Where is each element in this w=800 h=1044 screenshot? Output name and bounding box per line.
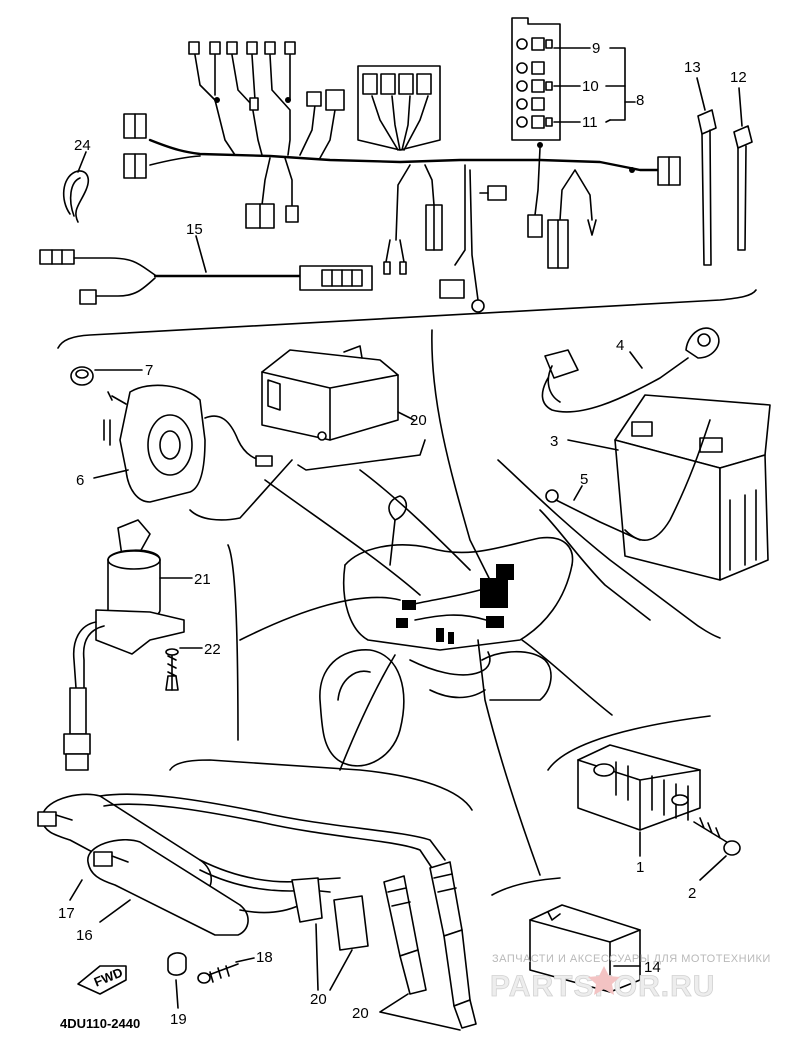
- callout-16: 16: [76, 927, 93, 944]
- battery-lead: [541, 327, 720, 413]
- collar-nut: [167, 952, 187, 976]
- watermark: ЗАПЧАСТИ И АКСЕССУАРЫ ДЛЯ МОТОТЕХНИКИ PA…: [490, 953, 771, 1003]
- wire-harness: [123, 17, 681, 313]
- figure-code: 4DU110-2440: [60, 1016, 140, 1031]
- callout-8: 8: [636, 92, 644, 109]
- callout-12: 12: [730, 69, 747, 86]
- rectifier-regulator: [577, 744, 701, 831]
- screw-rectifier: [693, 817, 741, 856]
- watermark-star-icon: [588, 966, 620, 995]
- motorcycle-outline: [319, 495, 574, 767]
- battery: [614, 394, 771, 581]
- callout-9: 9: [592, 40, 600, 57]
- callout-23: 22: [204, 641, 221, 658]
- callout-20-lower: 20: [352, 1005, 369, 1022]
- horn: [103, 384, 273, 503]
- callout-21: 20: [410, 412, 427, 429]
- callout-13: 13: [684, 59, 701, 76]
- callout-18: 18: [256, 949, 273, 966]
- callout-6: 6: [76, 472, 84, 489]
- callout-17: 17: [58, 905, 75, 922]
- group-brackets: [169, 439, 721, 896]
- callout-11: 11: [582, 114, 598, 131]
- callout-20-upper: 20: [310, 991, 327, 1008]
- negative-lead: [545, 489, 641, 541]
- callout-leaders: [69, 47, 743, 1031]
- callout-labels: 8 9 10 11 12 13 24 15 7 6 20 4 3 5 21 22…: [58, 40, 747, 1028]
- ignitor-unit: [261, 345, 399, 441]
- callout-2: 2: [688, 885, 696, 902]
- callout-5: 5: [580, 471, 588, 488]
- main-switch: [63, 519, 185, 771]
- callout-4: 4: [616, 337, 624, 354]
- forward-arrow: FWD: [77, 965, 127, 995]
- callout-7: 7: [145, 362, 153, 379]
- leader-lines: [239, 329, 651, 876]
- callout-15: 15: [186, 221, 203, 238]
- callout-10: 10: [582, 78, 599, 95]
- screw-coil: [197, 963, 239, 984]
- ignition-coils: [37, 793, 446, 936]
- spark-plug-caps: [291, 861, 477, 1029]
- callout-1: 1: [636, 859, 644, 876]
- callout-24: 24: [74, 137, 91, 154]
- sub-harness: [39, 249, 373, 305]
- cable-ties: [697, 109, 753, 266]
- harness-divider: [57, 289, 757, 349]
- callout-19: 19: [170, 1011, 187, 1028]
- callout-3: 3: [550, 433, 558, 450]
- screw-main-switch: [165, 648, 179, 691]
- grommet: [70, 366, 94, 386]
- callout-14: 14: [644, 959, 661, 976]
- callout-22: 21: [194, 571, 211, 588]
- relay: [529, 904, 641, 993]
- watermark-tagline: ЗАПЧАСТИ И АКСЕССУАРЫ ДЛЯ МОТОТЕХНИКИ: [492, 953, 771, 965]
- wire-clamp: [62, 170, 90, 223]
